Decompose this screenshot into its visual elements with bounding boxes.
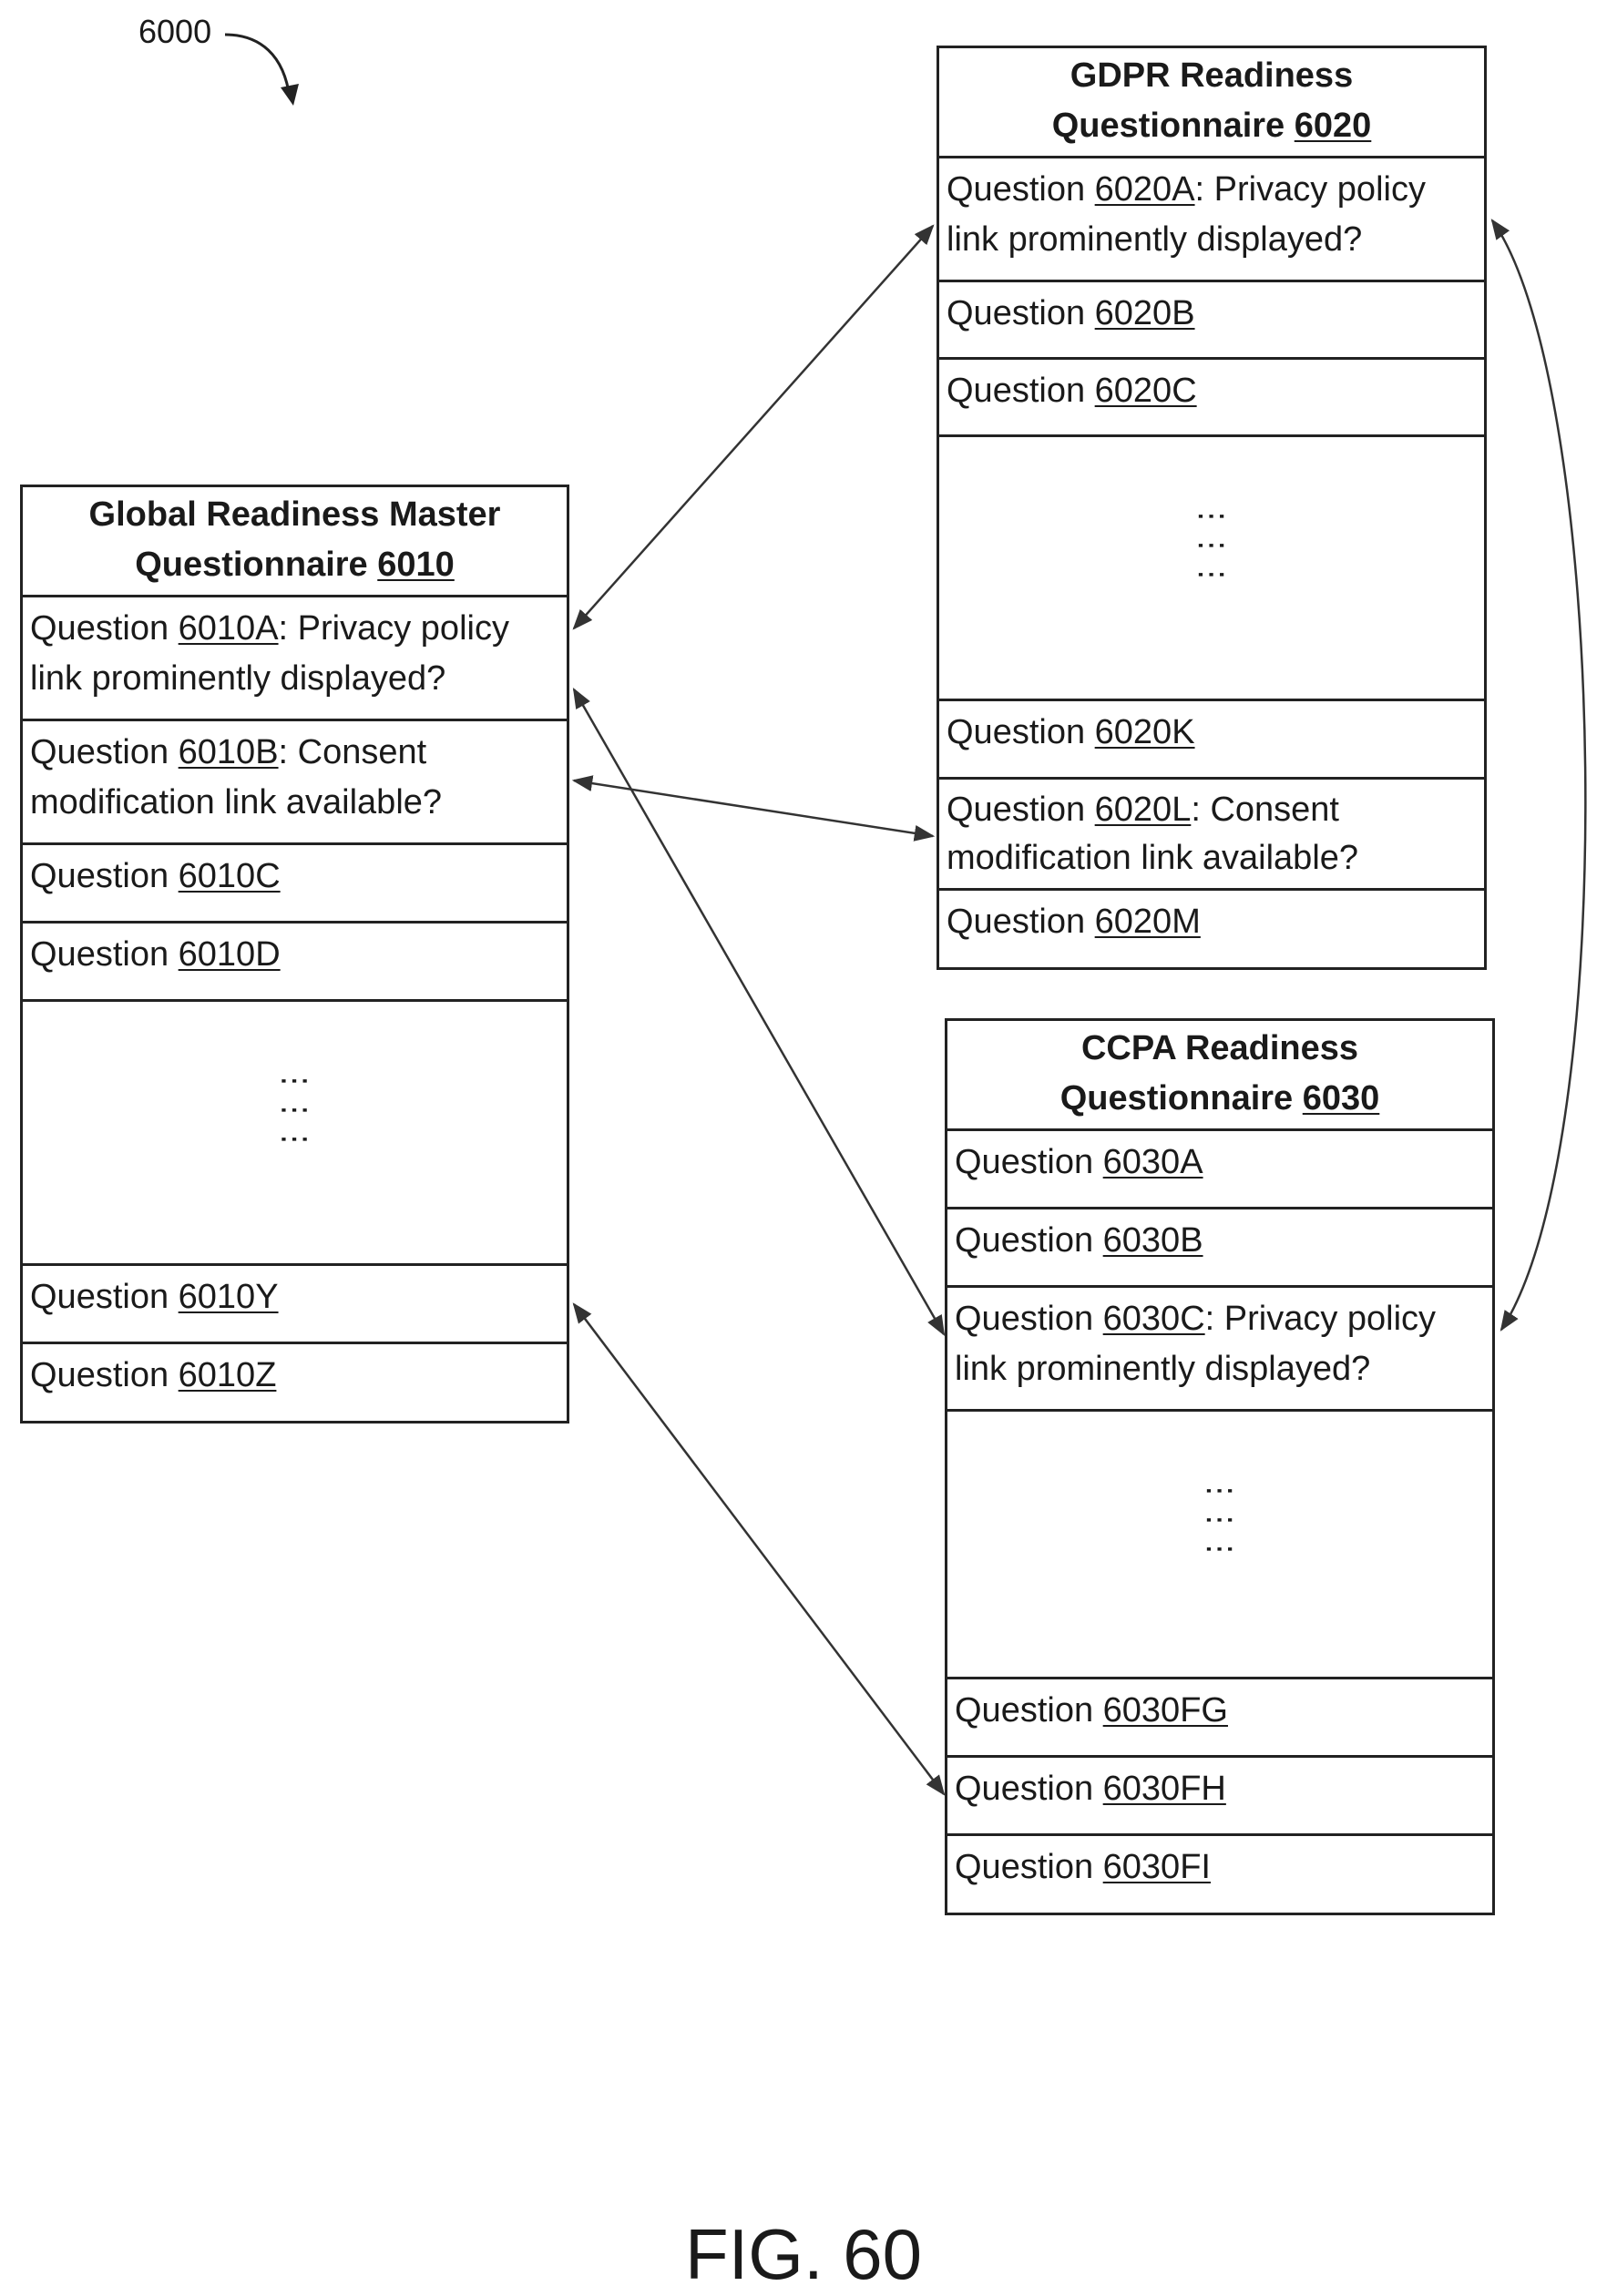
question-6030fg: Question 6030FG: [947, 1679, 1492, 1758]
omitted-questions-gap: ⋮⋮⋮: [939, 437, 1484, 701]
master-title-number: 6010: [377, 546, 455, 584]
question-6030a: Question 6030A: [947, 1131, 1492, 1209]
arrow-6010a-6020a: [574, 226, 933, 628]
question-6010c: Question 6010C: [23, 845, 567, 924]
question-6020a: Question 6020A: Privacy policy link prom…: [939, 158, 1484, 282]
question-6030b: Question 6030B: [947, 1209, 1492, 1288]
gdpr-title-number: 6020: [1295, 107, 1372, 145]
arrow-6010b-6020l: [574, 781, 933, 836]
question-6030fi: Question 6030FI: [947, 1836, 1492, 1913]
gdpr-questionnaire-title: GDPR Readiness Questionnaire 6020: [939, 48, 1484, 158]
question-6030c: Question 6030C: Privacy policy link prom…: [947, 1288, 1492, 1412]
gdpr-questionnaire: GDPR Readiness Questionnaire 6020 Questi…: [937, 46, 1487, 970]
omitted-questions-gap: ⋮⋮⋮: [947, 1412, 1492, 1679]
master-questionnaire-title: Global Readiness Master Questionnaire 60…: [23, 487, 567, 597]
question-6020m: Question 6020M: [939, 891, 1484, 967]
question-6020c: Question 6020C: [939, 360, 1484, 437]
question-6010y: Question 6010Y: [23, 1266, 567, 1344]
arrow-6010a-6030c: [574, 689, 944, 1334]
arrow-6020a-6030c: [1492, 220, 1585, 1330]
question-6020l: Question 6020L: Consent modification lin…: [939, 780, 1484, 891]
ccpa-questionnaire: CCPA Readiness Questionnaire 6030 Questi…: [945, 1018, 1495, 1915]
reference-pointer-arrow: [0, 0, 364, 128]
question-6010b: Question 6010B: Consent modification lin…: [23, 721, 567, 845]
ccpa-title-number: 6030: [1303, 1079, 1380, 1117]
omitted-questions-gap: ⋮⋮⋮: [23, 1002, 567, 1266]
arrow-6010y-6030fh: [574, 1304, 944, 1794]
question-6030fh: Question 6030FH: [947, 1758, 1492, 1836]
vertical-ellipsis: ⋮⋮⋮: [280, 1066, 311, 1153]
question-6020b: Question 6020B: [939, 282, 1484, 360]
master-title-line1: Global Readiness Master: [30, 490, 559, 540]
question-6010z: Question 6010Z: [23, 1344, 567, 1421]
question-6010a: Question 6010A: Privacy policy link prom…: [23, 597, 567, 721]
question-6010d: Question 6010D: [23, 924, 567, 1002]
question-6020k: Question 6020K: [939, 701, 1484, 780]
figure-caption: FIG. 60: [0, 2213, 1607, 2296]
vertical-ellipsis: ⋮⋮⋮: [1196, 501, 1227, 588]
ccpa-questionnaire-title: CCPA Readiness Questionnaire 6030: [947, 1021, 1492, 1131]
vertical-ellipsis: ⋮⋮⋮: [1204, 1475, 1235, 1563]
master-questionnaire: Global Readiness Master Questionnaire 60…: [20, 485, 569, 1424]
